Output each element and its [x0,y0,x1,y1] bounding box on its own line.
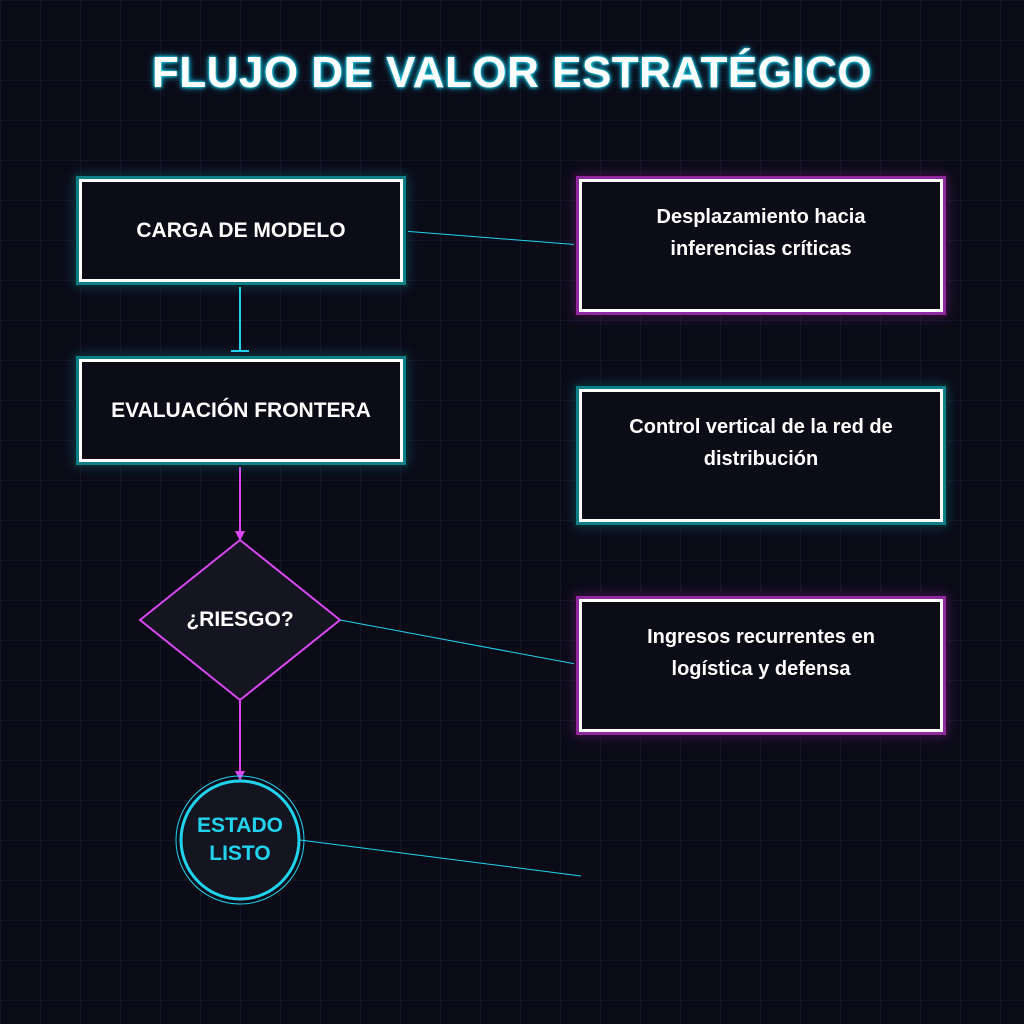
end-label-line-2: LISTO [209,842,271,865]
decision-label: ¿RIESGO? [186,608,294,631]
step-carga-de-modelo: CARGA DE MODELO [79,179,403,282]
note-text: Control vertical de la red de distribuci… [629,415,893,470]
note-logistica-defensa: Ingresos recurrentes en logística y defe… [579,599,943,732]
decision-node: ¿RIESGO? [140,540,340,700]
end-node: ESTADO LISTO [180,780,300,900]
end-node-outer-ring [175,775,305,905]
note-inferencias-criticas: Desplazamiento hacia inferencias crítica… [579,179,943,312]
end-label-line-1: ESTADO [197,814,283,837]
link-decision-note3 [339,619,582,666]
link-step1-note1 [402,230,582,246]
link-end-note [299,839,582,877]
note-red-de-distribucion: Control vertical de la red de distribuci… [579,389,943,522]
step-evaluacion-frontera: EVALUACIÓN FRONTERA [79,359,403,462]
note-text: Ingresos recurrentes en logística y defe… [647,625,875,680]
step-label: EVALUACIÓN FRONTERA [111,398,371,422]
end-node-circle [179,779,301,901]
diagram-title: FLUJO DE VALOR ESTRATÉGICO [151,48,873,97]
note-text: Desplazamiento hacia inferencias crítica… [656,205,866,260]
step-label: CARGA DE MODELO [136,218,346,242]
